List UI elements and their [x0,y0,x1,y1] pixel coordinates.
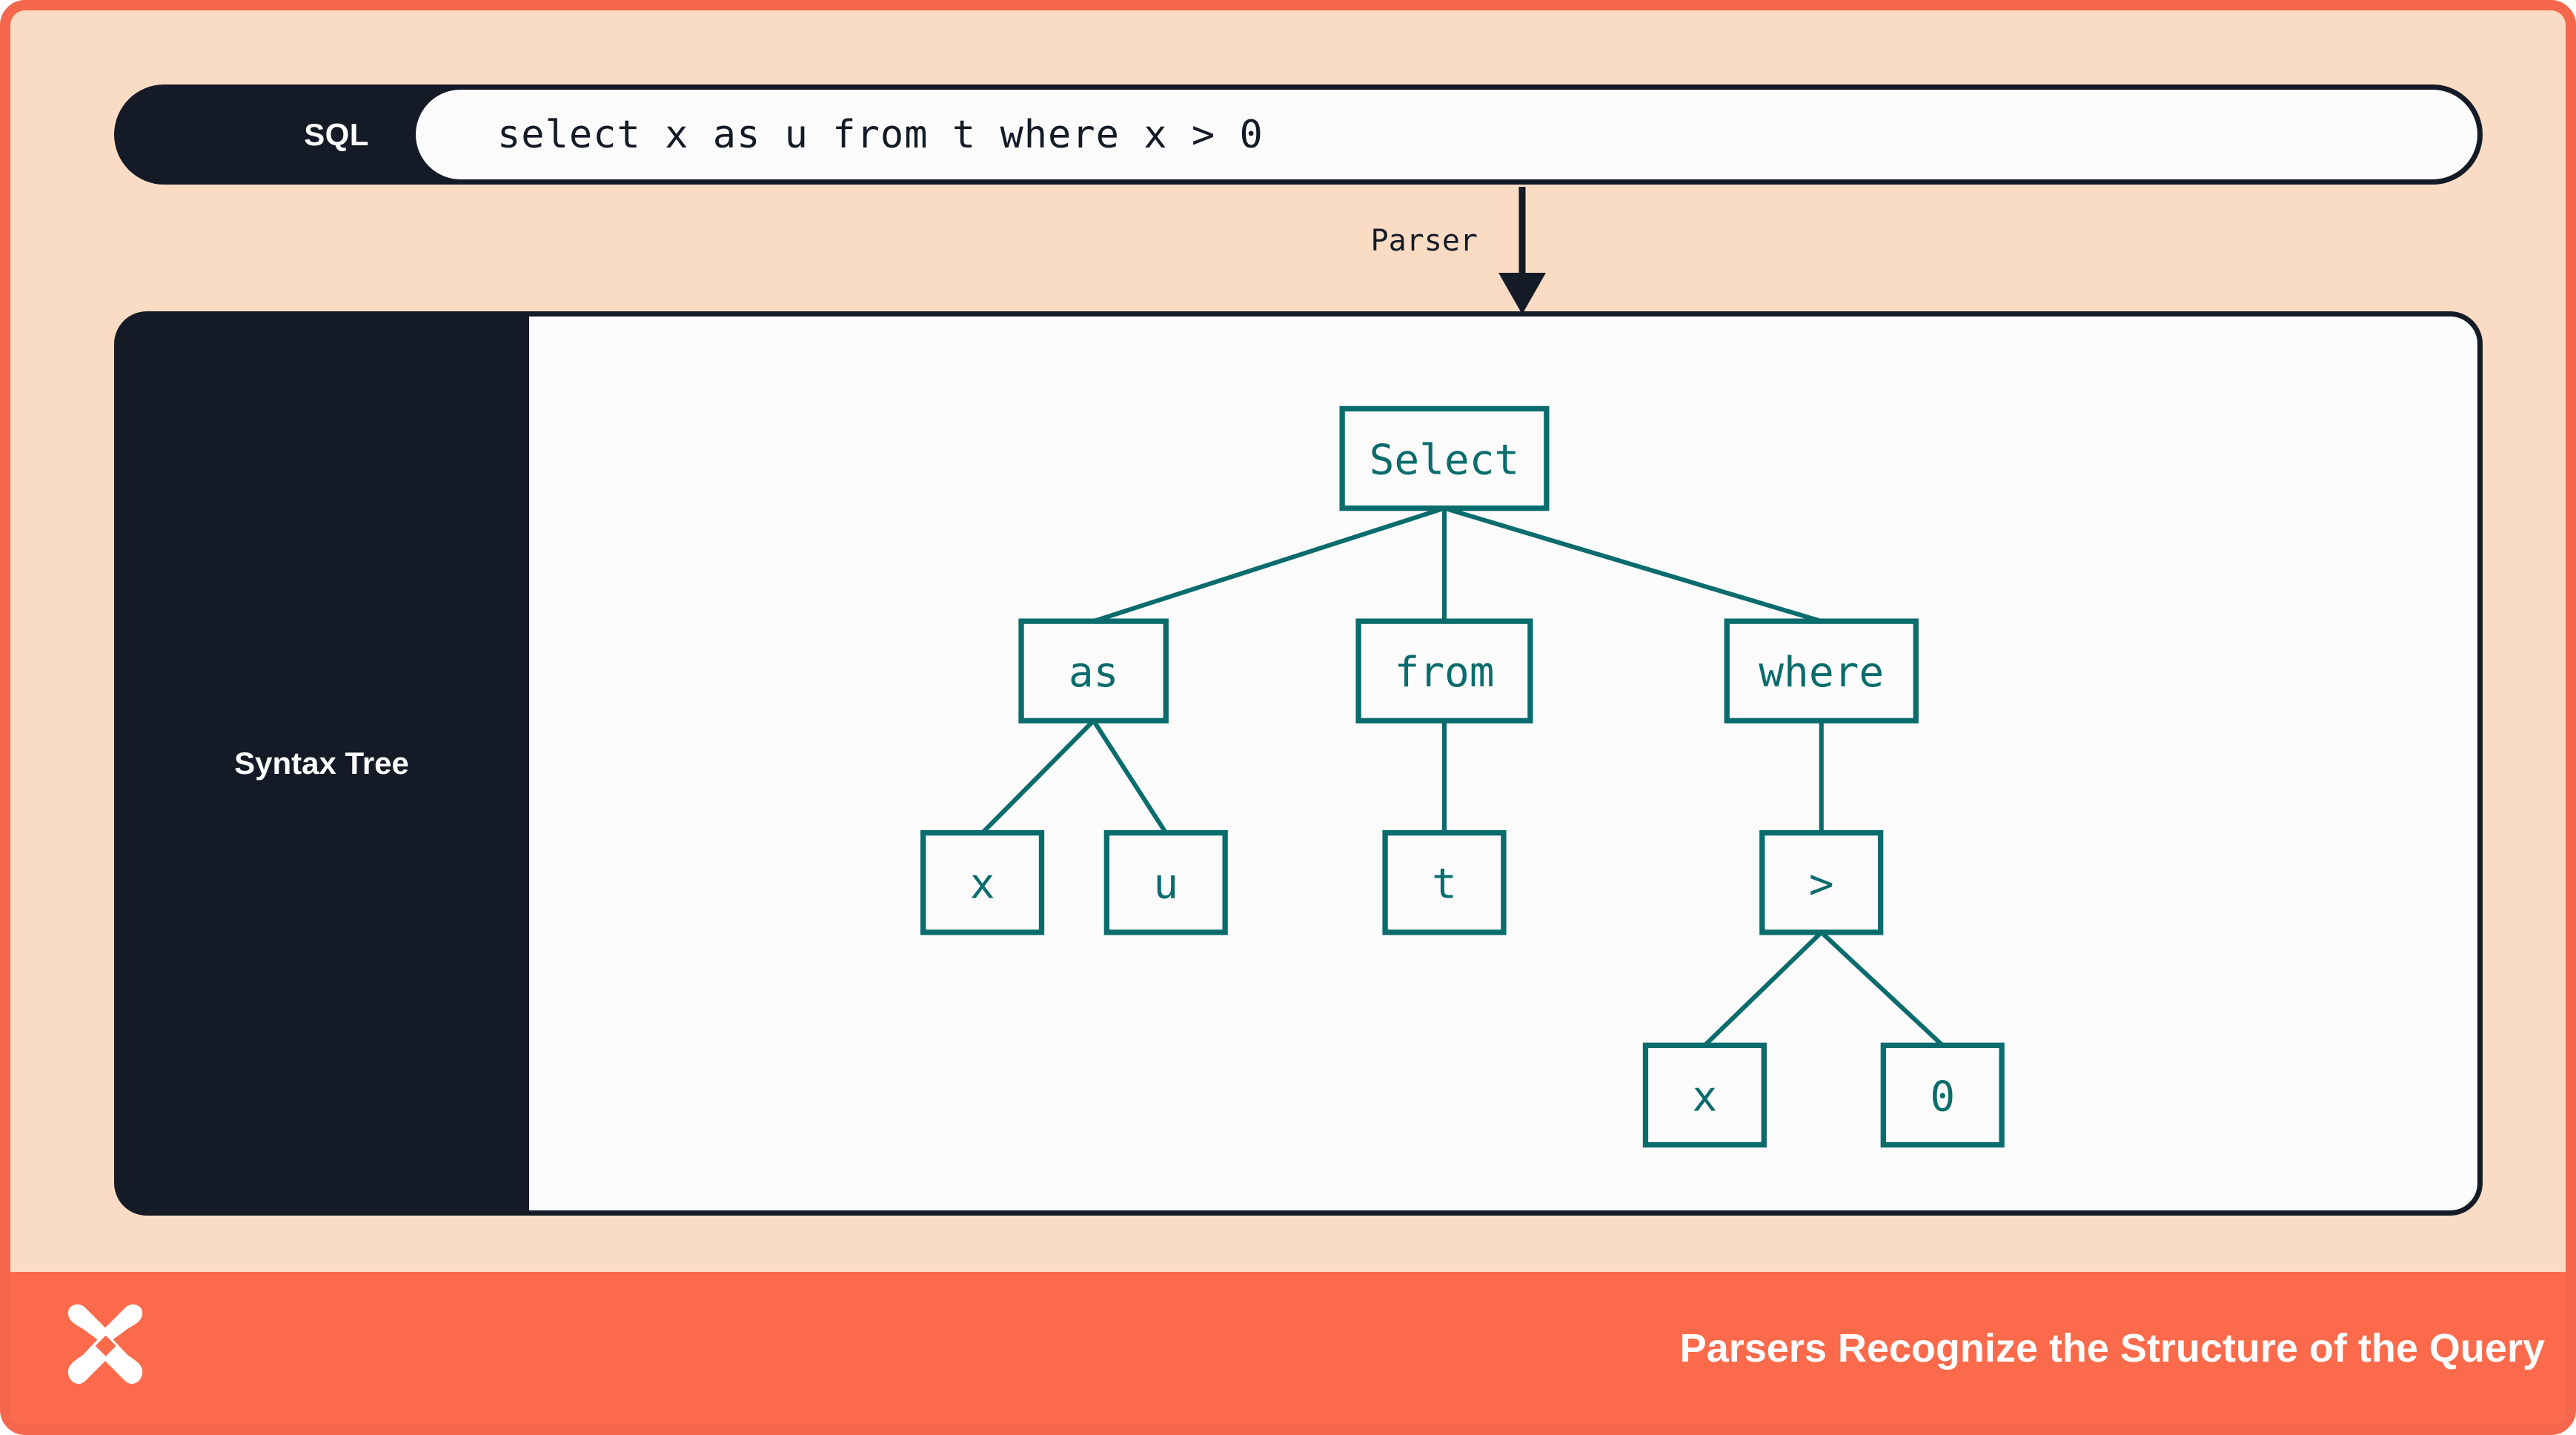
tree-node-label: Select [1370,436,1520,484]
tree-node-label: t [1432,861,1457,909]
tree-node-gt[interactable]: > [1759,829,1884,935]
tree-edge [1092,719,1168,835]
tree-node-box [1355,618,1533,723]
tree-node-box [1339,405,1550,511]
tree-node-label: where [1759,649,1884,697]
syntax-tree-graph: Select as from where x u t > x 0 [920,405,2005,1148]
tree-node-label: > [1809,861,1834,909]
tree-node-group: Select as from where x u t > x 0 [920,405,2005,1148]
sql-label-text: SQL [304,116,369,152]
syntax-tree-label: Syntax Tree [234,746,409,781]
tree-node-where[interactable]: where [1724,618,1919,723]
tree-node-label: x [1692,1073,1717,1121]
tree-edge [1819,930,1945,1047]
tree-node-label: 0 [1930,1073,1955,1121]
parser-transform-group: Parser [1270,187,1611,314]
tree-edge [1703,930,1823,1047]
tree-node-gt-x[interactable]: x [1642,1042,1767,1148]
tree-node-box [920,829,1045,935]
tree-node-as[interactable]: as [1018,618,1169,723]
tree-node-box [1018,618,1169,723]
footer-bar: Parsers Recognize the Structure of the Q… [10,1272,2566,1425]
tree-node-box [1382,829,1507,935]
tree-node-from-t[interactable]: t [1382,829,1507,935]
tree-node-label: as [1069,649,1119,697]
tree-node-as-u[interactable]: u [1103,829,1228,935]
tree-node-box [1759,829,1884,935]
sql-query-field[interactable]: select x as u from t where x > 0 [411,84,2483,185]
tree-node-box [1880,1042,2005,1148]
sql-query-text: select x as u from t where x > 0 [497,112,1264,157]
syntax-tree-panel: Syntax Tree Select as from where x u t > x 0 [114,311,2483,1216]
tree-node-select[interactable]: Select [1339,405,1550,511]
syntax-tree-sidebar: Syntax Tree [114,311,529,1216]
tree-node-label: from [1394,649,1494,697]
butterfly-x-logo-icon [67,1304,143,1385]
tree-node-gt-0[interactable]: 0 [1880,1042,2005,1148]
sql-row: SQL select x as u from t where x > 0 [114,84,2483,185]
tree-edge [1092,506,1445,624]
footer-caption: Parsers Recognize the Structure of the Q… [1679,1326,2545,1371]
syntax-tree-canvas: Select as from where x u t > x 0 [396,311,2483,1216]
tree-node-box [1103,829,1228,935]
tree-edge [1444,506,1822,624]
tree-node-label: x [970,861,995,909]
tree-edge-group [980,506,1945,1047]
tree-node-box [1724,618,1919,723]
tree-node-box [1642,1042,1767,1148]
tree-node-as-x[interactable]: x [920,829,1045,935]
arrow-down-icon [1498,187,1546,314]
parser-label: Parser [1370,224,1478,258]
tree-node-label: u [1153,861,1178,909]
tree-edge [980,719,1095,835]
tree-node-from[interactable]: from [1355,618,1533,723]
